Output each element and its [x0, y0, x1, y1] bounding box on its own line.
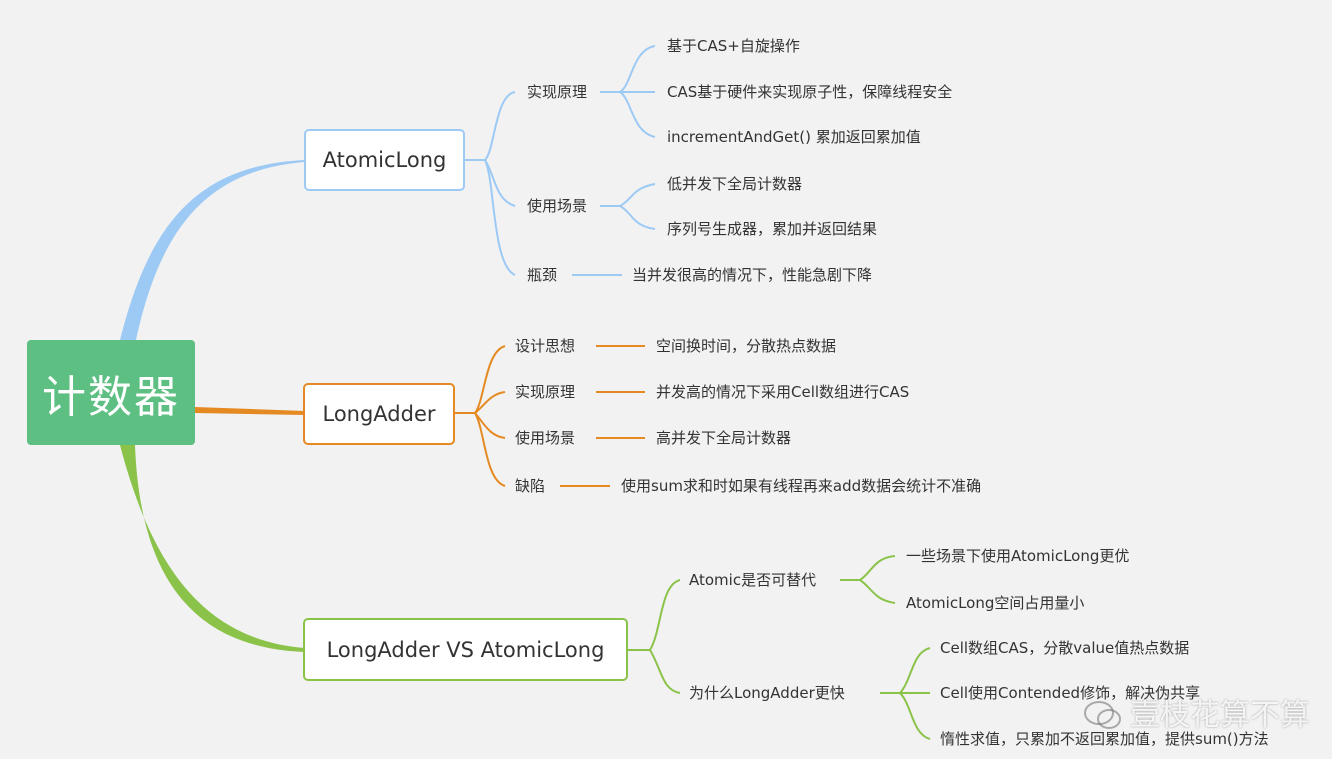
longadder-connectors	[455, 345, 645, 487]
versus-faster-item-3: 惰性求值，只累加不返回累加值，提供sum()方法	[940, 730, 1269, 748]
root-to-atomiclong	[120, 160, 305, 340]
versus-replace-label: Atomic是否可替代	[689, 571, 817, 589]
watermark: 壹枝花算不算	[1130, 698, 1310, 733]
atomic-impl-item-2: CAS基于硬件来实现原子性，保障线程安全	[667, 83, 953, 101]
versus-replace-item-1: 一些场景下使用AtomicLong更优	[906, 547, 1130, 565]
atomic-impl-label: 实现原理	[527, 83, 588, 101]
atomic-usage-label: 使用场景	[527, 197, 588, 215]
versus-faster-item-1: Cell数组CAS，分散value值热点数据	[940, 639, 1190, 657]
adder-impl-item: 并发高的情况下采用Cell数组进行CAS	[656, 383, 910, 401]
atomic-bottleneck-label: 瓶颈	[527, 266, 558, 284]
root-node: 计数器	[27, 340, 195, 445]
adder-impl-label: 实现原理	[515, 383, 576, 401]
adder-design-label: 设计思想	[515, 337, 576, 355]
versus-faster-item-2: Cell使用Contended修饰，解决伪共享	[940, 684, 1201, 702]
adder-defect-item: 使用sum求和时如果有线程再来add数据会统计不准确	[621, 477, 982, 495]
atomiclong-connectors	[465, 45, 656, 276]
atomic-impl-item-1: 基于CAS+自旋操作	[667, 37, 800, 55]
atomic-usage-item-1: 低并发下全局计数器	[667, 175, 803, 193]
versus-replace-item-2: AtomicLong空间占用量小	[906, 594, 1085, 612]
adder-design-item: 空间换时间，分散热点数据	[656, 337, 837, 355]
versus-node: LongAdder VS AtomicLong	[303, 618, 628, 681]
adder-usage-item: 高并发下全局计数器	[656, 429, 792, 447]
adder-usage-label: 使用场景	[515, 429, 576, 447]
adder-defect-label: 缺陷	[515, 477, 546, 495]
longadder-node: LongAdder	[303, 383, 455, 445]
versus-faster-label: 为什么LongAdder更快	[689, 684, 845, 702]
atomic-impl-item-3: incrementAndGet() 累加返回累加值	[667, 128, 921, 146]
root-to-versus	[120, 445, 305, 652]
atomic-bottleneck-item: 当并发很高的情况下，性能急剧下降	[632, 266, 873, 284]
root-to-longadder	[195, 407, 305, 415]
wechat-icon	[1084, 701, 1121, 729]
atomiclong-node: AtomicLong	[304, 129, 465, 191]
versus-connectors	[628, 555, 931, 740]
atomic-usage-item-2: 序列号生成器，累加并返回结果	[667, 220, 878, 238]
